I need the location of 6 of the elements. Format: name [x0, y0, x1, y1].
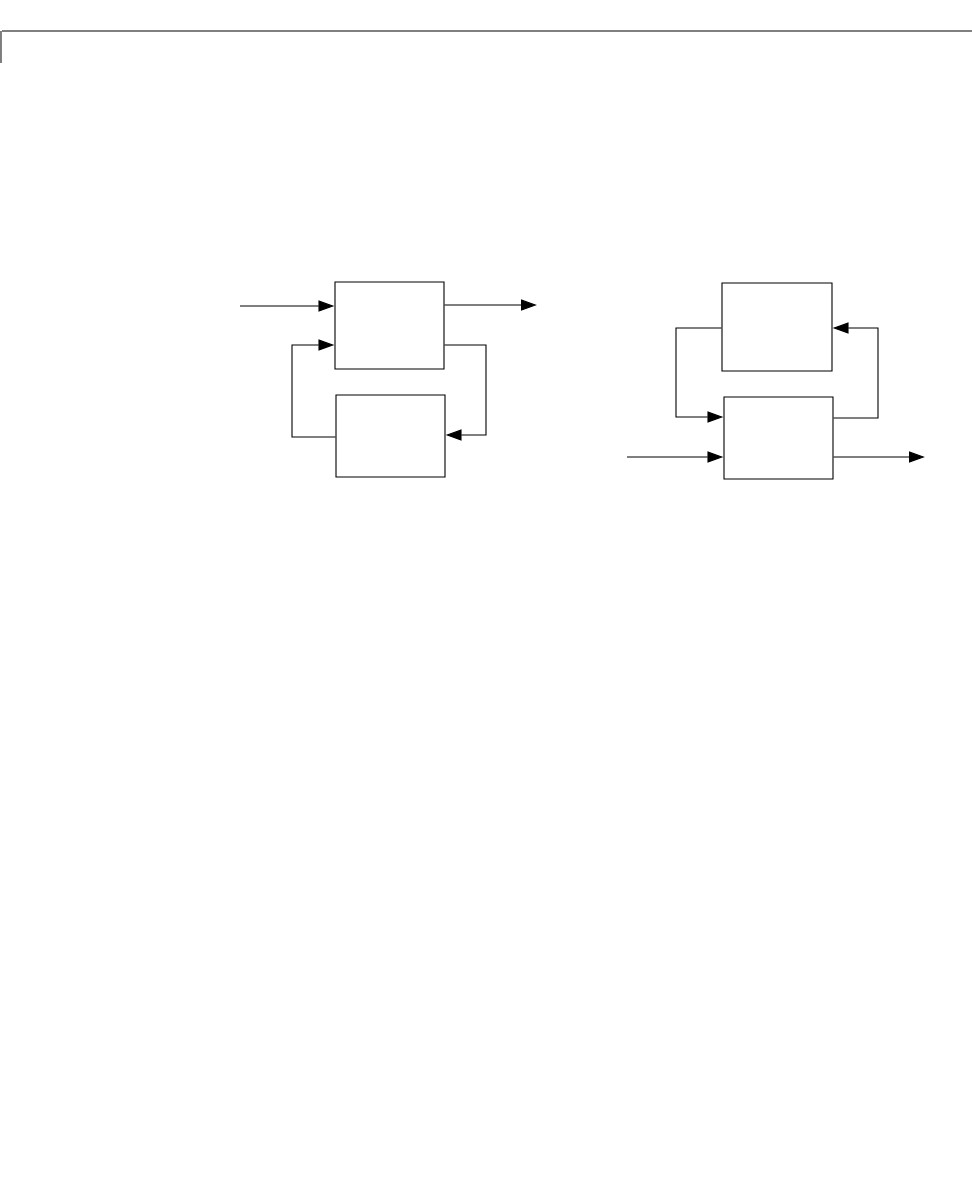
- block-box: [723, 396, 834, 480]
- block-box: [721, 282, 833, 372]
- block-box: [335, 394, 446, 478]
- arrow: [291, 339, 336, 438]
- arrow: [444, 344, 487, 441]
- block-box: [334, 281, 445, 370]
